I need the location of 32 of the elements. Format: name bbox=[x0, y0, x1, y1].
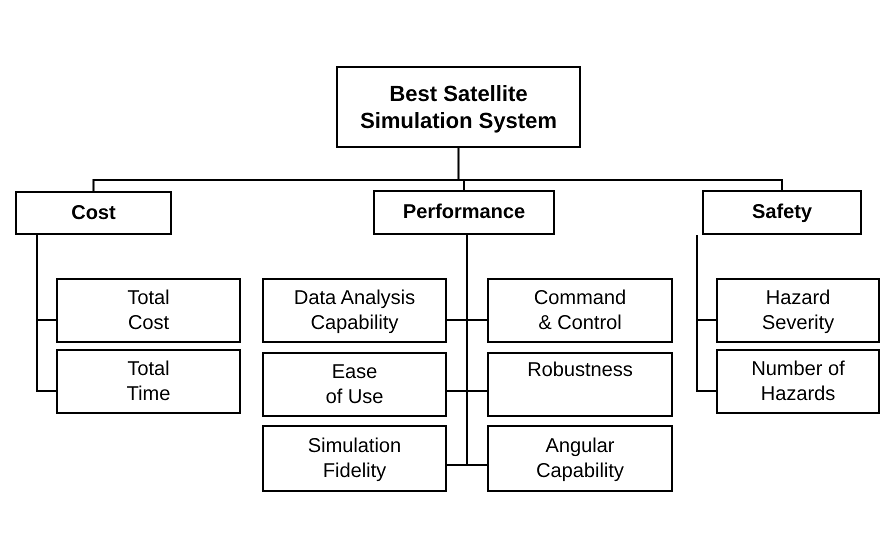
category-box bbox=[702, 190, 862, 235]
box-label: Total Time bbox=[126, 356, 172, 406]
box-label: Safety bbox=[752, 200, 812, 225]
category-box bbox=[373, 190, 555, 235]
category-box bbox=[15, 191, 172, 235]
box-label: Number of Hazards bbox=[750, 356, 846, 406]
category-box bbox=[716, 349, 880, 414]
box-label: Simulation Fidelity bbox=[306, 434, 402, 484]
root-box bbox=[336, 66, 581, 148]
box-label: Best Satellite Simulation System bbox=[359, 80, 558, 134]
connector-line bbox=[696, 235, 716, 392]
category-box bbox=[487, 278, 673, 343]
category-box bbox=[262, 352, 447, 417]
category-box bbox=[262, 278, 447, 343]
category-box bbox=[262, 425, 447, 492]
connector-line bbox=[458, 148, 783, 190]
box-label: Robustness bbox=[527, 358, 633, 383]
category-box bbox=[716, 278, 880, 343]
connector-line bbox=[466, 235, 487, 466]
box-label: Performance bbox=[402, 200, 526, 225]
box-label: Command & Control bbox=[532, 286, 628, 336]
connector-line bbox=[36, 235, 56, 392]
box-label: Total Cost bbox=[126, 286, 171, 336]
box-label: Angular Capability bbox=[535, 434, 625, 484]
box-label: Cost bbox=[71, 200, 116, 226]
category-box bbox=[487, 352, 673, 417]
box-label: Hazard Severity bbox=[760, 286, 836, 336]
category-box bbox=[487, 425, 673, 492]
category-box bbox=[56, 349, 241, 414]
box-label: Data Analysis Capability bbox=[292, 286, 416, 336]
box-label: Ease of Use bbox=[324, 360, 384, 410]
category-box bbox=[56, 278, 241, 343]
